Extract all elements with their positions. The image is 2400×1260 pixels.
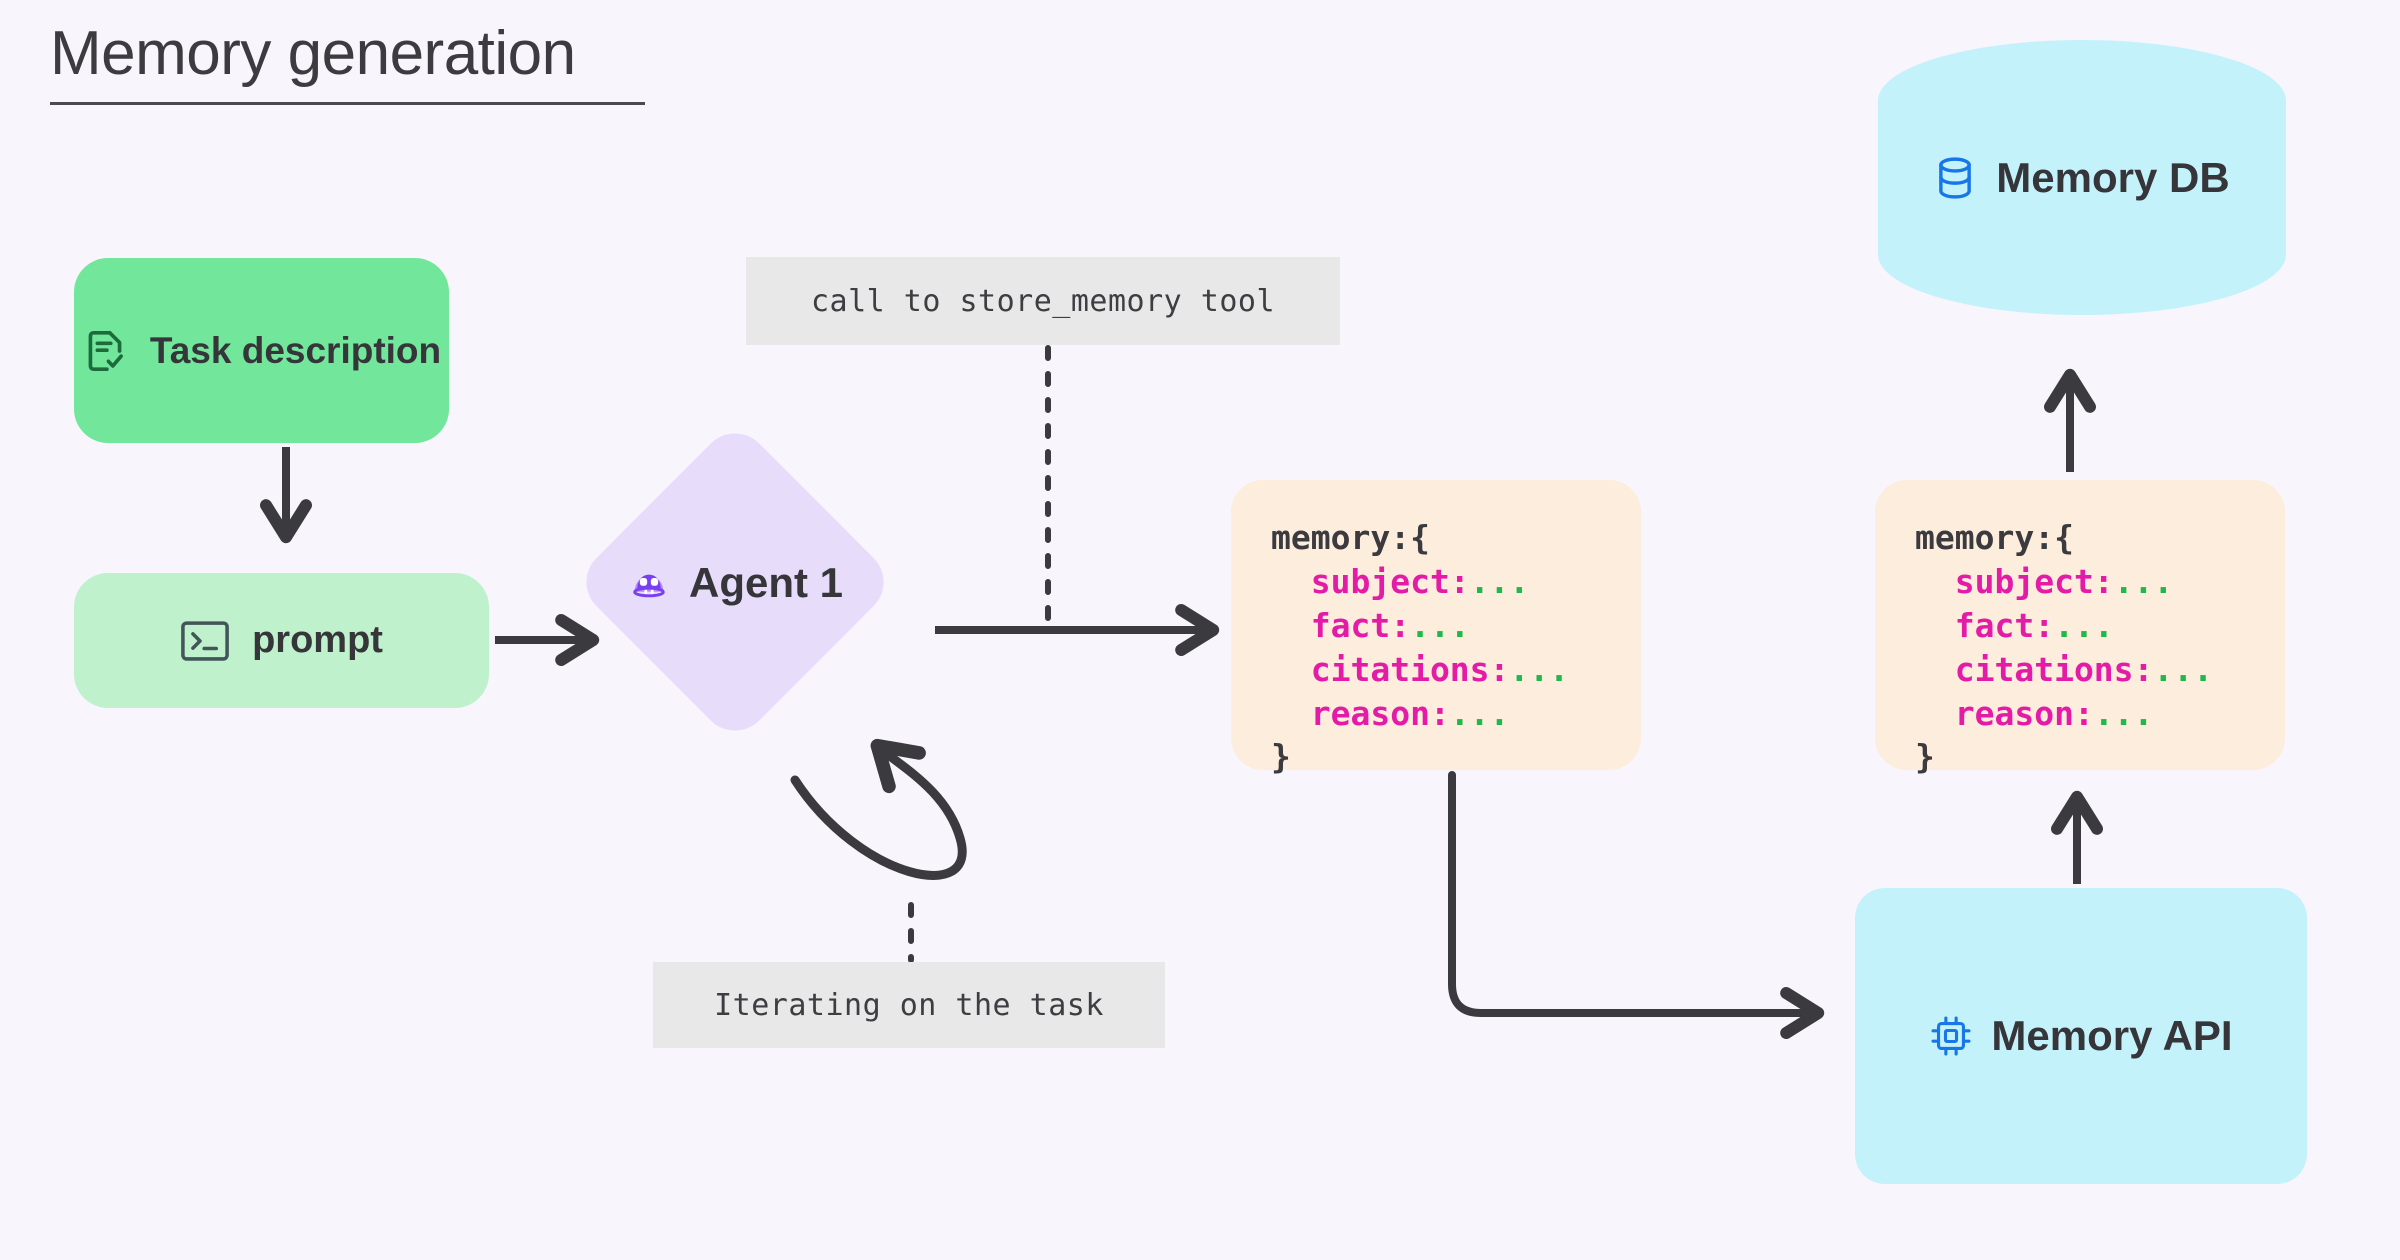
memory-field-key: reason: <box>1310 693 1450 733</box>
memory-field-value: ... <box>2113 561 2174 601</box>
memory-field-value: ... <box>1410 605 1470 645</box>
node-task-description[interactable]: Task description <box>74 258 449 443</box>
memory-close-brace: } <box>1271 737 1291 777</box>
memory-field-value: ... <box>1509 649 1570 689</box>
memory-open-brace: memory:{ <box>1915 518 2074 557</box>
memory-field-key: reason: <box>1954 693 2094 733</box>
memory-close-brace: } <box>1915 737 1935 777</box>
memory-payload-card-2: memory:{ subject:... fact:... citations:… <box>1875 480 2285 776</box>
annotation-iterating: Iterating on the task <box>653 962 1165 1048</box>
memory-field-value: ... <box>2054 605 2114 645</box>
memory-field-row: citations:... <box>1271 648 1641 692</box>
title-underline <box>50 102 645 106</box>
edge-agent-self-loop <box>790 738 967 880</box>
memory-field-key: fact: <box>1954 605 2055 645</box>
memory-field-value: ... <box>1469 561 1530 601</box>
memory-db-label: Memory DB <box>1996 153 2230 201</box>
memory-field-row: citations:... <box>1915 648 2285 692</box>
memory-field-key: subject: <box>1310 561 1470 601</box>
page-title: Memory generation <box>50 19 576 88</box>
memory-field-value: ... <box>2093 693 2154 733</box>
memory-field-value: ... <box>2153 649 2214 689</box>
memory-field-key: citations: <box>1310 649 1510 689</box>
node-prompt[interactable]: prompt <box>74 573 489 708</box>
memory-field-key: citations: <box>1954 649 2154 689</box>
memory-payload-card-1: memory:{ subject:... fact:... citations:… <box>1231 480 1641 776</box>
terminal-icon <box>180 620 230 662</box>
memory-field-row: fact:... <box>1271 604 1641 648</box>
memory-field-value: ... <box>1449 693 1510 733</box>
edge-memory-to-api <box>1448 771 1825 1039</box>
agent-label: Agent 1 <box>688 559 843 606</box>
memory-open-brace: memory:{ <box>1271 518 1430 557</box>
memory-field-key: fact: <box>1310 605 1411 645</box>
prompt-label: prompt <box>252 619 383 661</box>
robot-icon <box>627 561 671 605</box>
task-description-label: Task description <box>149 329 442 371</box>
title-block: Memory generation <box>50 19 650 106</box>
memory-field-row: fact:... <box>1915 604 2285 648</box>
memory-field-row: reason:... <box>1271 692 1641 736</box>
document-check-icon <box>82 326 128 376</box>
node-memory-db[interactable]: Memory DB <box>1878 40 2286 315</box>
node-memory-api[interactable]: Memory API <box>1855 888 2307 1184</box>
memory-field-key: subject: <box>1954 561 2114 601</box>
memory-api-label: Memory API <box>1991 1012 2233 1059</box>
memory-field-row: subject:... <box>1915 560 2285 604</box>
memory-field-row: subject:... <box>1271 560 1641 604</box>
annotation-tool-call: call to store_memory tool <box>746 257 1340 345</box>
node-agent[interactable]: Agent 1 <box>600 555 870 611</box>
memory-field-row: reason:... <box>1915 692 2285 736</box>
cpu-chip-icon <box>1929 1014 1973 1058</box>
database-icon <box>1934 155 1976 201</box>
